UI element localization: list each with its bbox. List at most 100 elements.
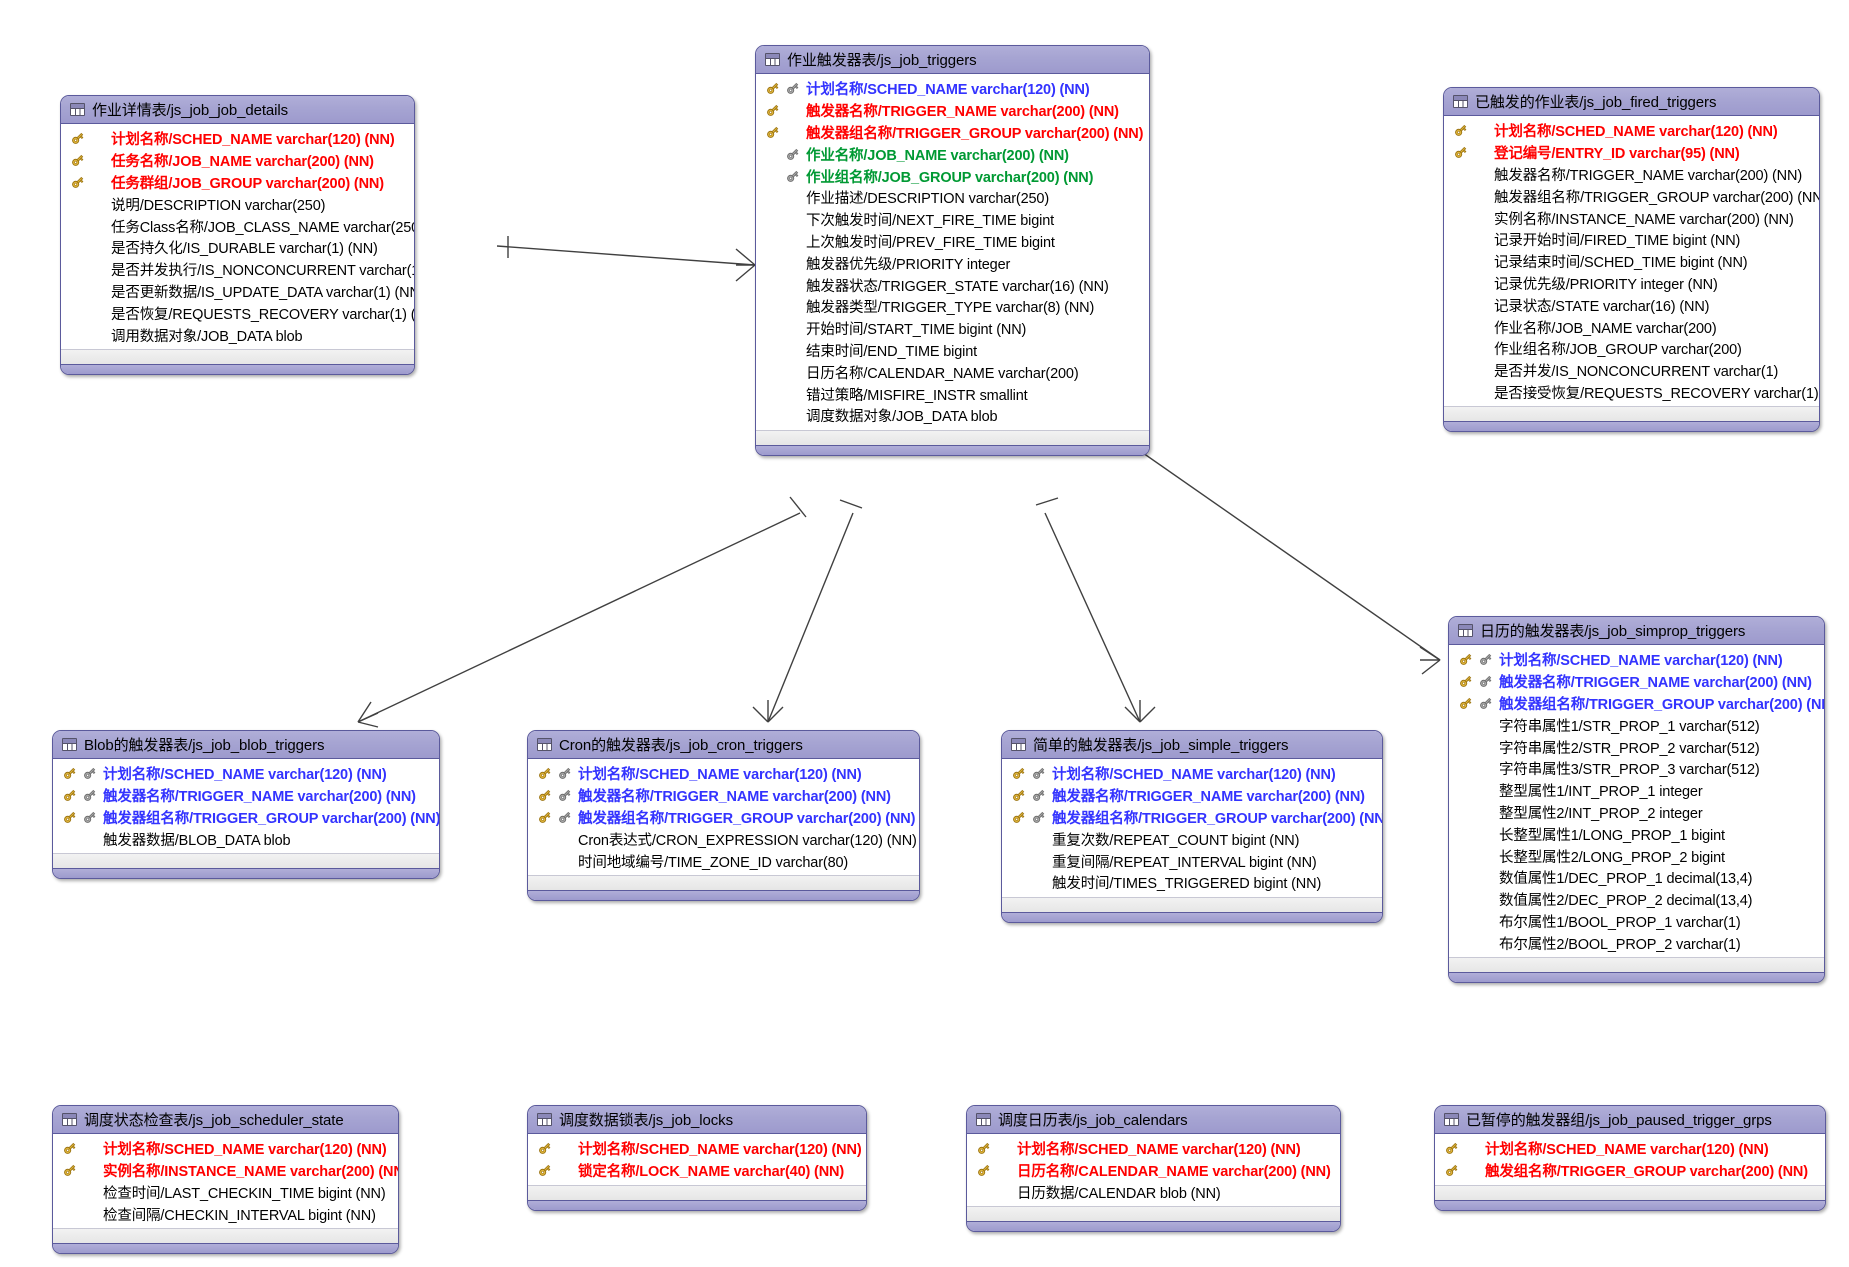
attribute-row-triggers-8[interactable]: 触发器优先级/PRIORITY integer: [762, 252, 1143, 274]
attribute-row-simprop_triggers-13[interactable]: 布尔属性2/BOOL_PROP_2 varchar(1): [1455, 932, 1818, 954]
attribute-row-simprop_triggers-2[interactable]: 触发器组名称/TRIGGER_GROUP varchar(200) (NN): [1455, 693, 1824, 715]
attribute-row-fired_triggers-7[interactable]: 记录优先级/PRIORITY integer (NN): [1450, 273, 1813, 295]
attribute-row-triggers-11[interactable]: 开始时间/START_TIME bigint (NN): [762, 318, 1143, 340]
entity-blob_triggers[interactable]: Blob的触发器表/js_job_blob_triggers 计划名称/SCHE…: [52, 730, 440, 880]
entity-base-strip: [53, 868, 439, 879]
attribute-row-job_details-2[interactable]: 任务群组/JOB_GROUP varchar(200) (NN): [67, 172, 408, 194]
attribute-row-scheduler_state-1[interactable]: 实例名称/INSTANCE_NAME varchar(200) (NN): [59, 1160, 398, 1182]
attribute-row-blob_triggers-2[interactable]: 触发器组名称/TRIGGER_GROUP varchar(200) (NN): [59, 807, 439, 829]
attribute-row-fired_triggers-11[interactable]: 是否并发/IS_NONCONCURRENT varchar(1): [1450, 360, 1813, 382]
gold-key-icon: [1459, 697, 1471, 709]
attribute-row-fired_triggers-10[interactable]: 作业组名称/JOB_GROUP varchar(200): [1450, 338, 1813, 360]
attribute-row-fired_triggers-9[interactable]: 作业名称/JOB_NAME varchar(200): [1450, 316, 1813, 338]
attribute-row-triggers-7[interactable]: 上次触发时间/PREV_FIRE_TIME bigint: [762, 231, 1143, 253]
attribute-row-job_details-1[interactable]: 任务名称/JOB_NAME varchar(200) (NN): [67, 150, 408, 172]
attribute-row-simprop_triggers-3[interactable]: 字符串属性1/STR_PROP_1 varchar(512): [1455, 714, 1818, 736]
attribute-row-job_details-0[interactable]: 计划名称/SCHED_NAME varchar(120) (NN): [67, 128, 408, 150]
attribute-row-triggers-15[interactable]: 调度数据对象/JOB_DATA blob: [762, 405, 1143, 427]
attribute-row-simprop_triggers-5[interactable]: 字符串属性3/STR_PROP_3 varchar(512): [1455, 758, 1818, 780]
attribute-row-simprop_triggers-8[interactable]: 长整型属性1/LONG_PROP_1 bigint: [1455, 823, 1818, 845]
attribute-row-triggers-4[interactable]: 作业组名称/JOB_GROUP varchar(200) (NN): [762, 165, 1143, 187]
pk-key-slot: [59, 1163, 79, 1178]
attribute-row-simple_triggers-3[interactable]: 重复次数/REPEAT_COUNT bigint (NN): [1008, 828, 1376, 850]
gold-key-icon: [63, 790, 75, 802]
entity-fired_triggers[interactable]: 已触发的作业表/js_job_fired_triggers 计划名称/SCHED…: [1443, 87, 1820, 433]
attribute-row-fired_triggers-2[interactable]: 触发器名称/TRIGGER_NAME varchar(200) (NN): [1450, 164, 1813, 186]
attribute-row-locks-0[interactable]: 计划名称/SCHED_NAME varchar(120) (NN): [534, 1138, 862, 1160]
attribute-row-blob_triggers-1[interactable]: 触发器名称/TRIGGER_NAME varchar(200) (NN): [59, 785, 433, 807]
attribute-row-simple_triggers-5[interactable]: 触发时间/TIMES_TRIGGERED bigint (NN): [1008, 872, 1376, 894]
attribute-row-simple_triggers-1[interactable]: 触发器名称/TRIGGER_NAME varchar(200) (NN): [1008, 785, 1376, 807]
attribute-row-fired_triggers-3[interactable]: 触发器组名称/TRIGGER_GROUP varchar(200) (NN): [1450, 185, 1819, 207]
attribute-row-triggers-12[interactable]: 结束时间/END_TIME bigint: [762, 340, 1143, 362]
attribute-row-cron_triggers-1[interactable]: 触发器名称/TRIGGER_NAME varchar(200) (NN): [534, 785, 913, 807]
attribute-row-blob_triggers-0[interactable]: 计划名称/SCHED_NAME varchar(120) (NN): [59, 763, 433, 785]
attribute-row-fired_triggers-12[interactable]: 是否接受恢复/REQUESTS_RECOVERY varchar(1): [1450, 382, 1819, 404]
attribute-row-simprop_triggers-4[interactable]: 字符串属性2/STR_PROP_2 varchar(512): [1455, 736, 1818, 758]
attribute-row-job_details-4[interactable]: 任务Class名称/JOB_CLASS_NAME varchar(250) (N…: [67, 215, 414, 237]
attribute-row-job_details-9[interactable]: 调用数据对象/JOB_DATA blob: [67, 324, 408, 346]
attribute-row-scheduler_state-3[interactable]: 检查间隔/CHECKIN_INTERVAL bigint (NN): [59, 1203, 392, 1225]
attribute-row-simprop_triggers-7[interactable]: 整型属性2/INT_PROP_2 integer: [1455, 802, 1818, 824]
pk-key-slot: [1455, 696, 1475, 711]
attribute-row-triggers-0[interactable]: 计划名称/SCHED_NAME varchar(120) (NN): [762, 78, 1143, 100]
attribute-row-paused_trigger_grps-0[interactable]: 计划名称/SCHED_NAME varchar(120) (NN): [1441, 1138, 1819, 1160]
fk-key-slot: [79, 766, 99, 781]
attribute-row-triggers-10[interactable]: 触发器类型/TRIGGER_TYPE varchar(8) (NN): [762, 296, 1143, 318]
attribute-row-simprop_triggers-11[interactable]: 数值属性2/DEC_PROP_2 decimal(13,4): [1455, 889, 1818, 911]
entity-paused_trigger_grps[interactable]: 已暂停的触发器组/js_job_paused_trigger_grps 计划名称…: [1434, 1105, 1826, 1211]
attribute-row-cron_triggers-0[interactable]: 计划名称/SCHED_NAME varchar(120) (NN): [534, 763, 913, 785]
attribute-row-job_details-7[interactable]: 是否更新数据/IS_UPDATE_DATA varchar(1) (NN): [67, 281, 414, 303]
entity-locks[interactable]: 调度数据锁表/js_job_locks 计划名称/SCHED_NAME varc…: [527, 1105, 867, 1211]
gray-key-icon: [83, 790, 95, 802]
attribute-row-job_details-8[interactable]: 是否恢复/REQUESTS_RECOVERY varchar(1) (NN): [67, 302, 414, 324]
attribute-row-simprop_triggers-1[interactable]: 触发器名称/TRIGGER_NAME varchar(200) (NN): [1455, 671, 1818, 693]
attribute-row-calendars-0[interactable]: 计划名称/SCHED_NAME varchar(120) (NN): [973, 1138, 1334, 1160]
entity-title-job_details: 作业详情表/js_job_job_details: [92, 102, 289, 119]
attribute-row-simprop_triggers-9[interactable]: 长整型属性2/LONG_PROP_2 bigint: [1455, 845, 1818, 867]
attribute-row-simprop_triggers-6[interactable]: 整型属性1/INT_PROP_1 integer: [1455, 780, 1818, 802]
attribute-row-job_details-3[interactable]: 说明/DESCRIPTION varchar(250): [67, 193, 408, 215]
attribute-row-triggers-9[interactable]: 触发器状态/TRIGGER_STATE varchar(16) (NN): [762, 274, 1143, 296]
entity-job_details[interactable]: 作业详情表/js_job_job_details 计划名称/SCHED_NAME…: [60, 95, 415, 375]
attribute-row-triggers-1[interactable]: 触发器名称/TRIGGER_NAME varchar(200) (NN): [762, 100, 1143, 122]
attribute-row-job_details-6[interactable]: 是否并发执行/IS_NONCONCURRENT varchar(1) (NN): [67, 259, 414, 281]
attribute-row-locks-1[interactable]: 锁定名称/LOCK_NAME varchar(40) (NN): [534, 1160, 860, 1182]
attribute-row-fired_triggers-5[interactable]: 记录开始时间/FIRED_TIME bigint (NN): [1450, 229, 1813, 251]
entity-scheduler_state[interactable]: 调度状态检查表/js_job_scheduler_state 计划名称/SCHE…: [52, 1105, 399, 1255]
attribute-label: 布尔属性1/BOOL_PROP_1 varchar(1): [1499, 914, 1741, 931]
attribute-row-fired_triggers-8[interactable]: 记录状态/STATE varchar(16) (NN): [1450, 294, 1813, 316]
attribute-row-fired_triggers-0[interactable]: 计划名称/SCHED_NAME varchar(120) (NN): [1450, 120, 1813, 142]
attribute-row-cron_triggers-4[interactable]: 时间地域编号/TIME_ZONE_ID varchar(80): [534, 850, 913, 872]
entity-simple_triggers[interactable]: 简单的触发器表/js_job_simple_triggers 计划名称/SCHE…: [1001, 730, 1383, 923]
attribute-row-simple_triggers-4[interactable]: 重复间隔/REPEAT_INTERVAL bigint (NN): [1008, 850, 1376, 872]
attribute-row-simple_triggers-2[interactable]: 触发器组名称/TRIGGER_GROUP varchar(200) (NN): [1008, 807, 1382, 829]
attribute-row-cron_triggers-2[interactable]: 触发器组名称/TRIGGER_GROUP varchar(200) (NN): [534, 807, 915, 829]
attribute-row-simprop_triggers-10[interactable]: 数值属性1/DEC_PROP_1 decimal(13,4): [1455, 867, 1818, 889]
attribute-row-blob_triggers-3[interactable]: 触发器数据/BLOB_DATA blob: [59, 828, 433, 850]
attribute-row-triggers-3[interactable]: 作业名称/JOB_NAME varchar(200) (NN): [762, 143, 1143, 165]
entity-triggers[interactable]: 作业触发器表/js_job_triggers 计划名称/SCHED_NAME v…: [755, 45, 1150, 456]
attribute-row-cron_triggers-3[interactable]: Cron表达式/CRON_EXPRESSION varchar(120) (NN…: [534, 828, 917, 850]
attribute-row-simprop_triggers-12[interactable]: 布尔属性1/BOOL_PROP_1 varchar(1): [1455, 911, 1818, 933]
attribute-row-job_details-5[interactable]: 是否持久化/IS_DURABLE varchar(1) (NN): [67, 237, 408, 259]
attribute-row-triggers-13[interactable]: 日历名称/CALENDAR_NAME varchar(200): [762, 361, 1143, 383]
attribute-row-triggers-5[interactable]: 作业描述/DESCRIPTION varchar(250): [762, 187, 1143, 209]
attribute-row-calendars-2[interactable]: 日历数据/CALENDAR blob (NN): [973, 1182, 1334, 1204]
attribute-row-calendars-1[interactable]: 日历名称/CALENDAR_NAME varchar(200) (NN): [973, 1160, 1334, 1182]
entity-simprop_triggers[interactable]: 日历的触发器表/js_job_simprop_triggers 计划名称/SCH…: [1448, 616, 1825, 984]
attribute-row-fired_triggers-4[interactable]: 实例名称/INSTANCE_NAME varchar(200) (NN): [1450, 207, 1813, 229]
attribute-row-fired_triggers-1[interactable]: 登记编号/ENTRY_ID varchar(95) (NN): [1450, 142, 1813, 164]
attribute-row-simple_triggers-0[interactable]: 计划名称/SCHED_NAME varchar(120) (NN): [1008, 763, 1376, 785]
attribute-row-fired_triggers-6[interactable]: 记录结束时间/SCHED_TIME bigint (NN): [1450, 251, 1813, 273]
attribute-row-scheduler_state-2[interactable]: 检查时间/LAST_CHECKIN_TIME bigint (NN): [59, 1182, 392, 1204]
attribute-row-triggers-6[interactable]: 下次触发时间/NEXT_FIRE_TIME bigint: [762, 209, 1143, 231]
gold-key-icon: [766, 83, 778, 95]
attribute-row-simprop_triggers-0[interactable]: 计划名称/SCHED_NAME varchar(120) (NN): [1455, 649, 1818, 671]
attribute-row-scheduler_state-0[interactable]: 计划名称/SCHED_NAME varchar(120) (NN): [59, 1138, 392, 1160]
attribute-row-triggers-14[interactable]: 错过策略/MISFIRE_INSTR smallint: [762, 383, 1143, 405]
entity-calendars[interactable]: 调度日历表/js_job_calendars 计划名称/SCHED_NAME v…: [966, 1105, 1341, 1233]
entity-cron_triggers[interactable]: Cron的触发器表/js_job_cron_triggers 计划名称/SCHE…: [527, 730, 920, 901]
attribute-row-paused_trigger_grps-1[interactable]: 触发组名称/TRIGGER_GROUP varchar(200) (NN): [1441, 1160, 1819, 1182]
attribute-row-triggers-2[interactable]: 触发器组名称/TRIGGER_GROUP varchar(200) (NN): [762, 122, 1143, 144]
